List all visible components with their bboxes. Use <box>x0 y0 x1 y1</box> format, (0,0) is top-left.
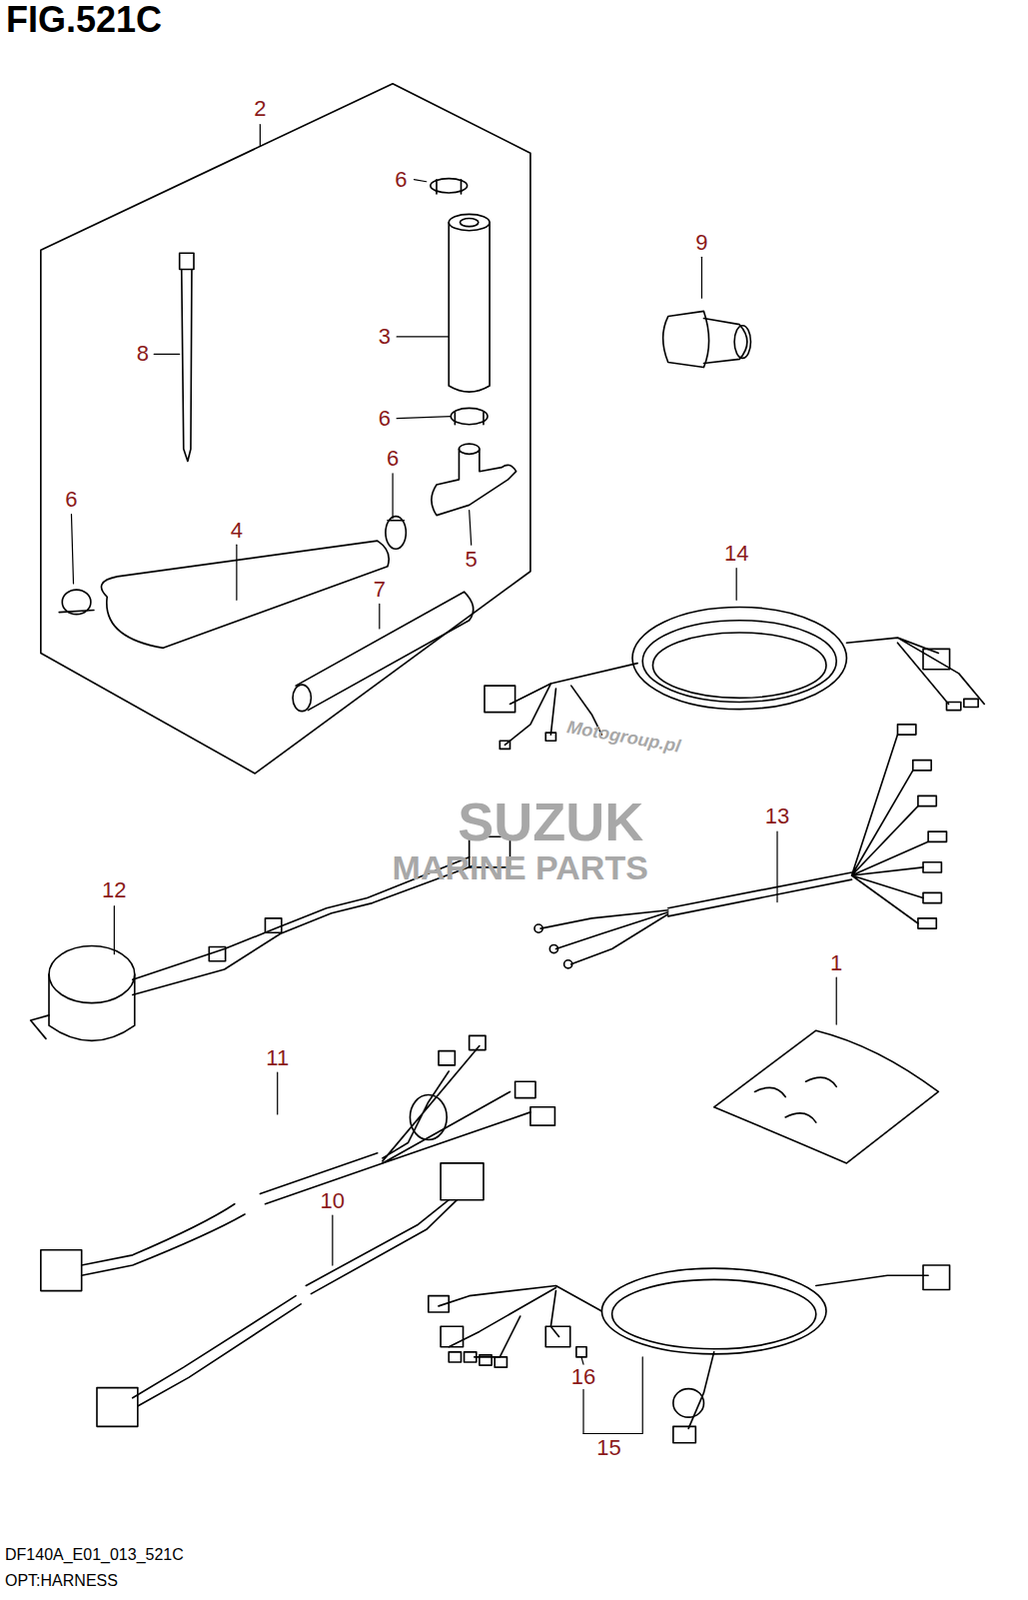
kit-outline <box>40 83 531 774</box>
parts-bag <box>714 1029 940 1163</box>
t-joint <box>431 443 517 515</box>
hose-clamp <box>58 589 94 615</box>
wire-harness <box>484 606 985 749</box>
figure-caption: OPT:HARNESS <box>4 1572 118 1589</box>
wire-harness <box>40 1034 556 1290</box>
callout-number: 13 <box>765 805 790 828</box>
callout-number: 3 <box>378 325 391 348</box>
wire-harness <box>428 1264 951 1443</box>
callout-number: 11 <box>265 1046 289 1069</box>
part-code: DF140A_E01_013_521C <box>4 1546 184 1563</box>
callout-number: 8 <box>136 342 149 365</box>
wire-harness <box>96 1162 484 1426</box>
cable-tie <box>179 252 194 461</box>
callout-number: 1 <box>830 952 843 975</box>
callout-number: 6 <box>378 407 391 430</box>
callout-number: 10 <box>320 1189 345 1212</box>
hose <box>448 213 490 392</box>
callout-number: 5 <box>465 548 478 571</box>
callout-number: 6 <box>386 447 399 470</box>
watermark: MARINE PARTS <box>392 850 649 885</box>
callout-number: 2 <box>253 97 266 120</box>
hose-clamp <box>450 407 488 424</box>
grommet <box>663 310 752 367</box>
hose-clamp <box>430 178 468 194</box>
watermark: SUZUK <box>457 794 644 849</box>
hose <box>100 540 389 648</box>
callout-number: 7 <box>373 578 386 601</box>
watermark: Motogroup.pl <box>566 717 683 756</box>
callout-number: 6 <box>64 488 77 511</box>
figure-title: FIG.521C <box>5 1 162 38</box>
hose <box>292 591 474 711</box>
callout-number: 16 <box>571 1365 596 1388</box>
callout-number: 14 <box>724 542 749 565</box>
callout-number: 9 <box>695 231 708 254</box>
callout-number: 4 <box>230 519 243 542</box>
callout-number: 6 <box>394 168 407 191</box>
leader-lines <box>70 124 837 1434</box>
hose-clamp <box>385 516 406 550</box>
callout-number: 15 <box>596 1436 621 1459</box>
callout-number: 12 <box>101 879 126 902</box>
